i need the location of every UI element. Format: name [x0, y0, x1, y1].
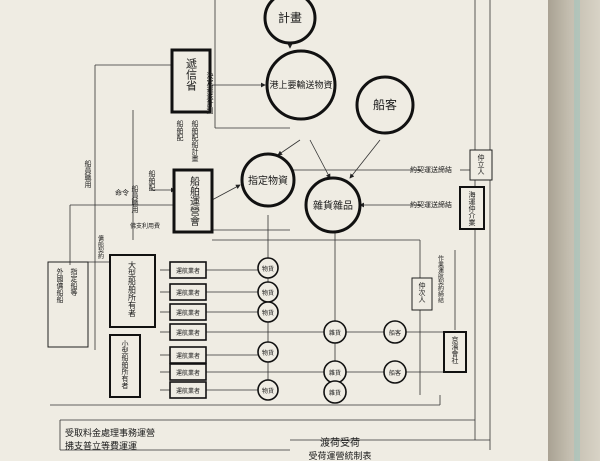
background-stripe [574, 0, 580, 461]
goods-label: 物貨 [262, 265, 274, 273]
box-small-owners [109, 334, 141, 398]
left-bracket [47, 261, 89, 348]
specified-ships-label: 指定船等 [70, 267, 78, 296]
box-association-label: 船舶運營會 [188, 175, 200, 226]
operator-boxes: 運航業者 運航業者 運航業者 運航業者 運航業者 運航業者 運航業者 [169, 261, 207, 399]
operator-box [169, 261, 207, 279]
left-note: 船員職用 [84, 159, 92, 189]
box-broker-right-label: 海運仲介業 [468, 190, 476, 227]
circle-cargo-label: 港上要輸送物資 [269, 79, 332, 91]
ship-alloc-mid: 船舶配 [148, 169, 156, 192]
ship-alloc-right: 船舶配船計畫 [191, 119, 199, 162]
goods-circle [257, 301, 279, 323]
goods-label: 物貨 [262, 349, 274, 357]
operator-box [169, 283, 207, 301]
passenger-label: 船客 [389, 329, 401, 337]
box-keihin-label: 京濱會社 [451, 335, 459, 365]
operator-box [169, 381, 207, 399]
box-ministry [170, 48, 212, 114]
bottom-left-2: 拂支普立等費運運 [65, 440, 137, 452]
top-circle-label: 計畫 [278, 10, 302, 25]
operator-box [169, 323, 207, 341]
operator-label: 運航業者 [176, 369, 200, 377]
misc-circle [323, 380, 347, 404]
bottom-center: 渡荷受荷 [320, 436, 360, 449]
operator-label: 運航業者 [176, 267, 200, 275]
circle-passenger-label: 船客 [373, 97, 397, 112]
goods-nodes: 物貨 物貨 物貨 物貨 物貨 雜貨 雜貨 雜貨 船客 船客 [257, 257, 407, 404]
circle-misc-label: 雜貨雜品 [313, 199, 353, 212]
goods-label: 物貨 [262, 309, 274, 317]
small-note: 佛支利用費 [130, 222, 160, 230]
passenger-circle [383, 320, 407, 344]
goods-circle [257, 379, 279, 401]
goods-circle [257, 341, 279, 363]
box-agent2-label: 仲次人 [418, 281, 426, 303]
box-agent-label: 仲立人 [477, 153, 485, 175]
operator-label: 運航業者 [176, 329, 200, 337]
box-association [172, 168, 214, 234]
goods-label: 物貨 [262, 289, 274, 297]
box-keihin [443, 331, 467, 373]
operator-box [169, 303, 207, 321]
passenger-circle [383, 360, 407, 384]
circle-cargo [265, 49, 337, 121]
box-ministry-label: 遞信省 [185, 57, 198, 92]
passenger-label: 船客 [389, 369, 401, 377]
misc-label: 雜貨 [329, 329, 341, 337]
operator-box [169, 346, 207, 364]
operator-label: 運航業者 [176, 387, 200, 395]
misc-circle [323, 320, 347, 344]
box-broker-right [459, 186, 485, 230]
box-small-owners-label: 小型船舶所有者 [121, 339, 129, 390]
contract1-label: 約契運送締結 [410, 165, 452, 174]
operator-label: 運航業者 [176, 289, 200, 297]
foreign-ships-label: 外國傭船船 [56, 267, 64, 304]
assign-note: 傭船契約 [97, 234, 104, 260]
circle-designated-label: 指定物資 [248, 174, 288, 187]
mid-note: 船員職用 [131, 184, 139, 214]
circle-designated [240, 152, 296, 208]
plan-assign-label: 決定運送計劃 [206, 71, 214, 115]
box-owners [109, 254, 156, 328]
box-agent [469, 149, 493, 181]
operator-box [169, 363, 207, 381]
contract2-label: 約契運送締結 [410, 200, 452, 209]
top-circle [263, 0, 317, 45]
arrow-order-label: 命令 [115, 188, 129, 197]
circle-misc [304, 176, 362, 234]
side-note: 作業運航契約締結 [437, 254, 444, 304]
goods-label: 物貨 [262, 387, 274, 395]
ship-alloc-left: 船舶配 [176, 119, 184, 142]
operator-label: 運航業者 [176, 309, 200, 317]
misc-label: 雜貨 [329, 369, 341, 377]
bottom-left-1: 受取料金處理事務運營 [65, 427, 155, 439]
box-agent2 [411, 277, 433, 311]
misc-label: 雜貨 [329, 389, 341, 397]
box-owners-label: 大型船舶所有者 [128, 260, 137, 318]
operator-label: 運航業者 [176, 352, 200, 360]
goods-circle [257, 257, 279, 279]
circle-passenger [355, 75, 415, 135]
bottom-center-2: 受荷運營統制表 [308, 450, 371, 461]
